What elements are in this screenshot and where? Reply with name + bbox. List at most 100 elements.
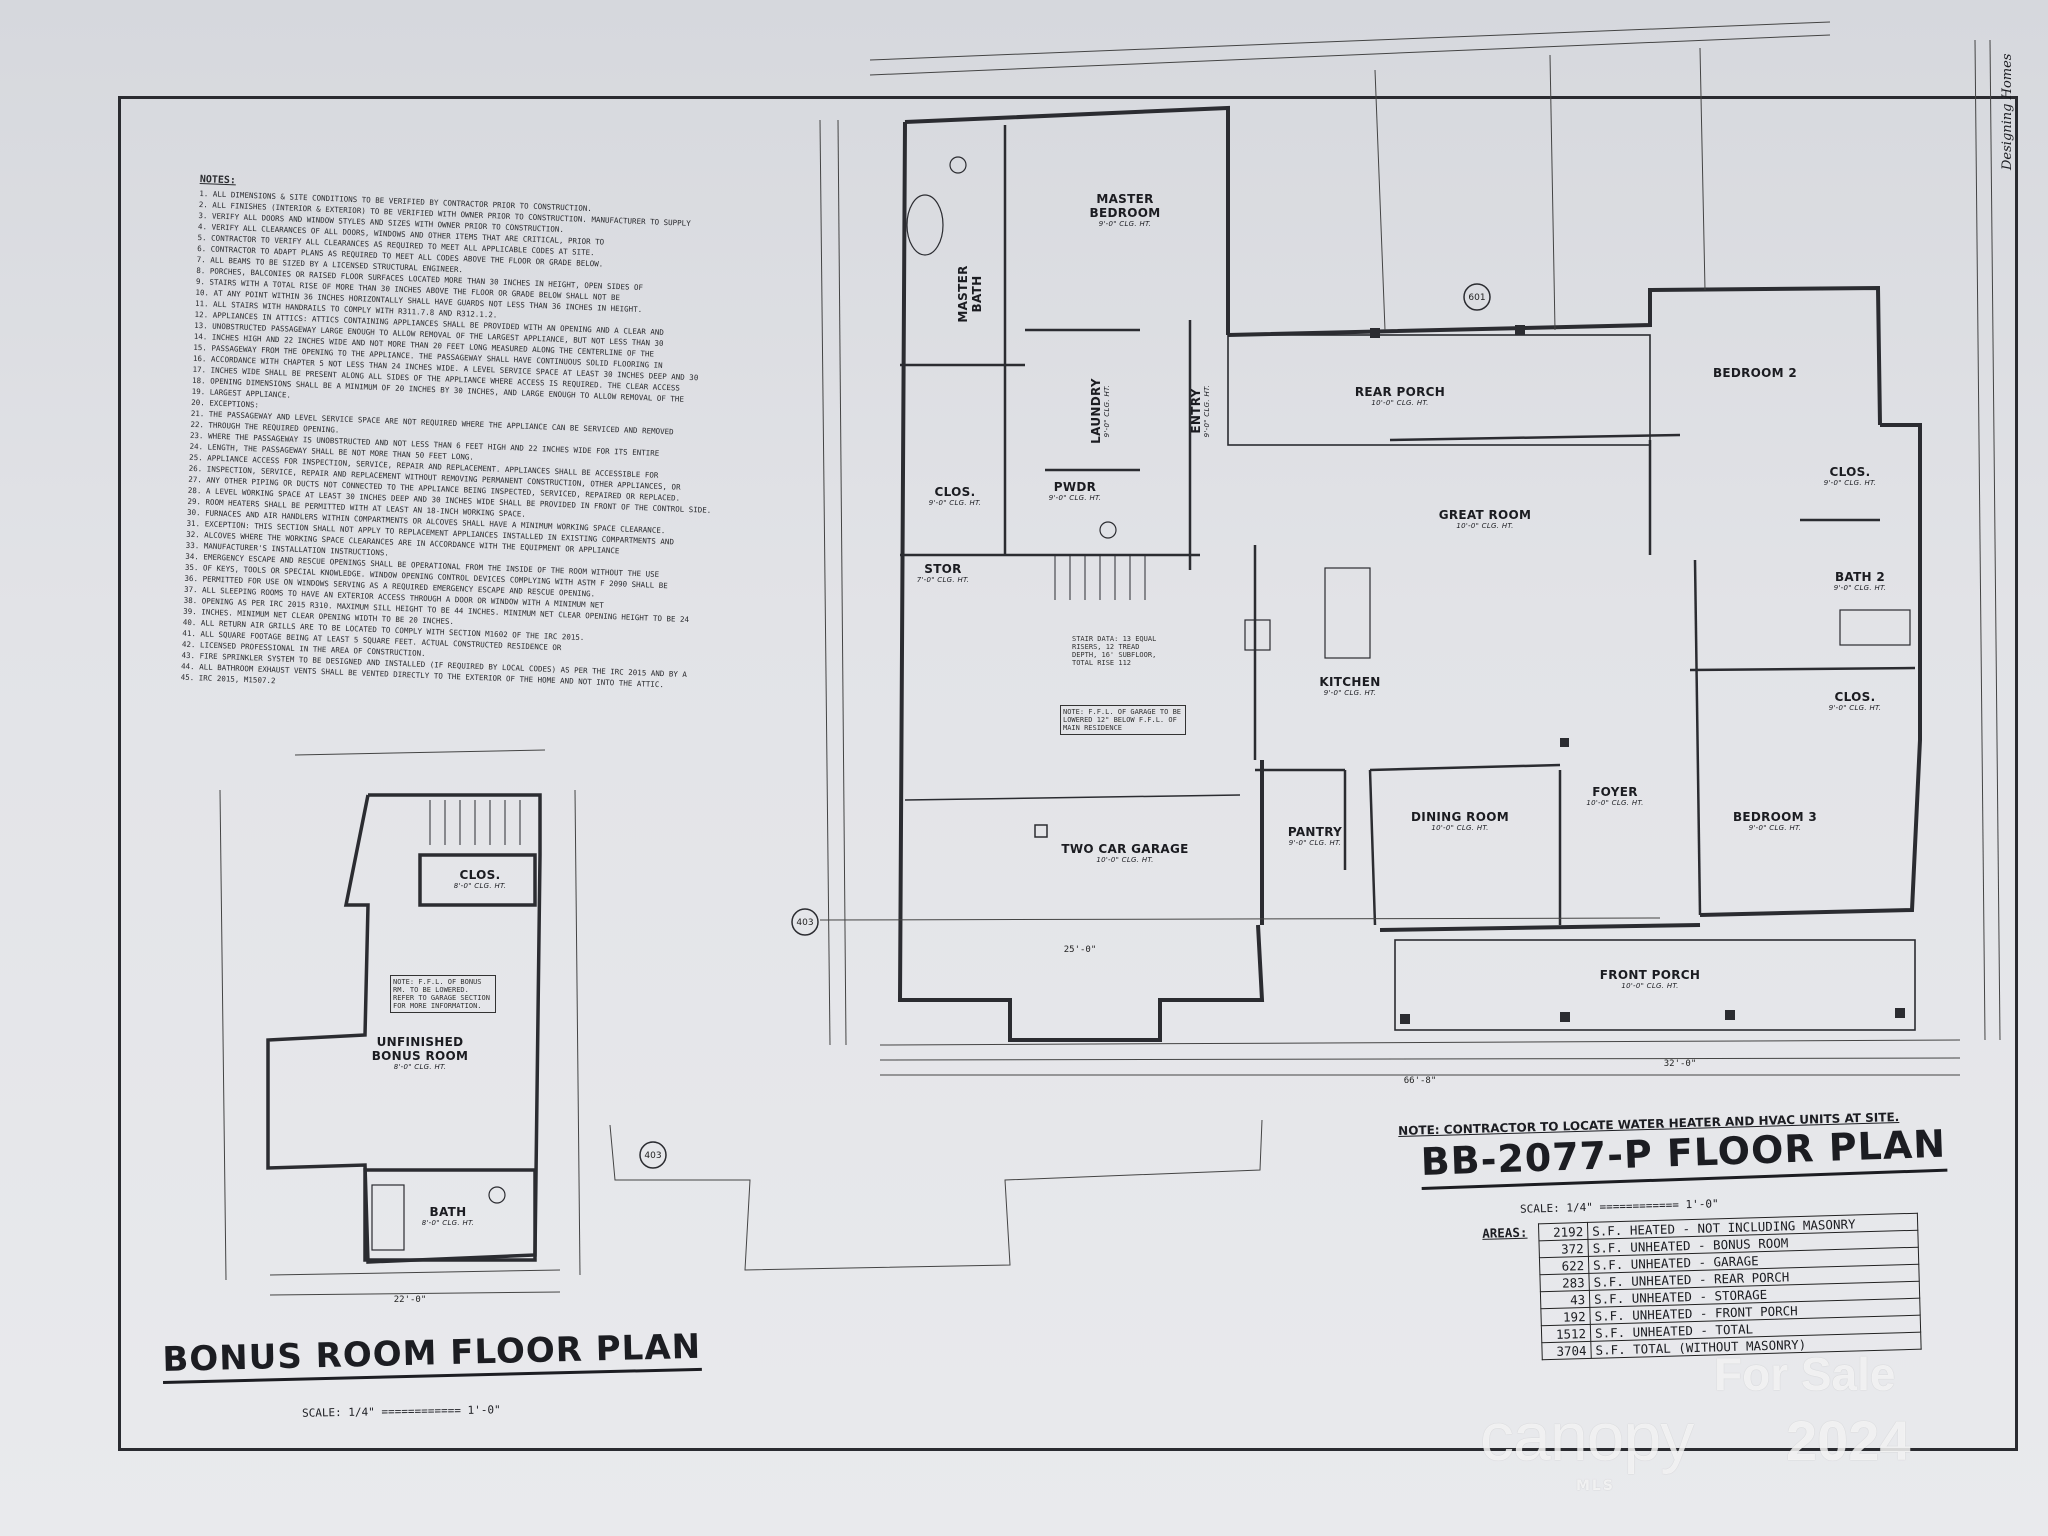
section-marker-403-main	[791, 908, 819, 936]
interior-walls	[900, 125, 1916, 926]
garage-door-marker	[1034, 824, 1048, 838]
toilet	[1099, 521, 1117, 539]
rear-porch-outline	[1227, 334, 1651, 446]
wall-dining-left	[1368, 769, 1377, 926]
dim-front: 32'-0"	[1664, 1059, 1697, 1069]
section-marker-601	[1463, 283, 1491, 311]
main-outer-walls	[897, 105, 1922, 1042]
marker-label-403-bonus: 403	[644, 1151, 661, 1161]
wall-front	[1379, 923, 1701, 932]
areas-value: 2192	[1538, 1222, 1588, 1241]
range	[1244, 619, 1271, 651]
areas-label	[1478, 1241, 1539, 1260]
bonus-stairs	[429, 800, 521, 845]
kitchen-island	[1324, 567, 1371, 659]
brand-text: Designing Homes	[2000, 53, 2015, 170]
room-closet-bedroom-2: CLOS.9'-0" CLG. HT.	[1823, 465, 1877, 487]
wall-left-side	[897, 121, 1265, 1042]
room-closet-master: CLOS.9'-0" CLG. HT.	[928, 485, 982, 507]
wall-rear	[1227, 285, 1882, 426]
front-porch-outline	[1394, 939, 1916, 1031]
room-closet-bedroom-3: CLOS.9'-0" CLG. HT.	[1828, 690, 1882, 712]
areas-label	[1479, 1258, 1540, 1277]
watermark-for-sale: For Sale	[1714, 1348, 1896, 1400]
fixtures	[371, 156, 1911, 1251]
wall-dining	[1369, 763, 1561, 772]
areas-value: 1512	[1541, 1324, 1591, 1343]
areas-value: 3704	[1541, 1341, 1592, 1360]
dimension-lines	[819, 21, 2001, 1076]
bonus-outer-wall	[266, 793, 542, 1264]
stair-data: STAIR DATA: 13 EQUAL RISERS, 12 TREAD DE…	[1072, 635, 1157, 667]
toilet	[949, 156, 967, 174]
areas-label	[1480, 1309, 1541, 1328]
column	[1515, 325, 1525, 335]
sheet-border	[118, 96, 2018, 1451]
column	[1560, 1012, 1570, 1022]
areas-label: AREAS:	[1482, 1224, 1528, 1241]
tub	[906, 194, 944, 256]
garage	[904, 794, 1241, 838]
bonus-bath-wall	[363, 1168, 537, 1262]
column	[1895, 1008, 1905, 1018]
areas-value: 622	[1539, 1256, 1589, 1275]
section-markers	[639, 283, 1491, 1169]
toilet	[488, 1186, 506, 1204]
bonus-note: NOTE: F.F.L. OF BONUS RM. TO BE LOWERED.…	[390, 975, 496, 1013]
watermark-year: 2024	[1786, 1409, 1911, 1472]
main-stairs	[1054, 555, 1146, 600]
areas-label	[1479, 1275, 1540, 1294]
areas-label	[1481, 1343, 1542, 1362]
column	[1370, 328, 1380, 338]
bonus-dimension-lines	[219, 749, 1263, 1296]
bonus-room-closet: CLOS.8'-0" CLG. HT.	[453, 868, 507, 890]
bonus-tub	[371, 1184, 405, 1251]
section-marker-403-bonus	[639, 1141, 667, 1169]
columns	[1370, 325, 1905, 1024]
column	[1560, 738, 1569, 747]
brand-block: Designing Homes	[2000, 0, 2048, 200]
areas-value: 43	[1540, 1290, 1590, 1309]
wall-bedroom3	[1693, 559, 1702, 916]
areas-value: 372	[1538, 1239, 1589, 1258]
areas-label	[1481, 1326, 1542, 1345]
dim-bonus-width: 22'-0"	[394, 1295, 427, 1305]
marker-label-403-main: 403	[796, 918, 813, 928]
wall-hall	[1689, 666, 1916, 672]
column	[1400, 1014, 1410, 1024]
watermark-canopy: canopy	[1480, 1399, 1694, 1475]
wall-great-room	[1389, 433, 1681, 442]
watermark-mls: MLS	[1576, 1478, 1615, 1494]
areas-label	[1480, 1292, 1541, 1311]
areas-value: 192	[1540, 1307, 1591, 1326]
room-bedroom-2: BEDROOM 2	[1712, 366, 1798, 380]
column	[1725, 1010, 1735, 1020]
wall-master-wing	[904, 105, 1230, 335]
garage-note: NOTE: F.F.L. OF GARAGE TO BE LOWERED 12"…	[1060, 705, 1186, 735]
dim-overall-width: 66'-8"	[1404, 1076, 1437, 1086]
porches	[1227, 334, 1916, 1031]
wall-right	[1699, 423, 1922, 917]
room-master-bath: MASTER BATH	[956, 265, 984, 323]
bonus-room-walls	[266, 793, 542, 1264]
